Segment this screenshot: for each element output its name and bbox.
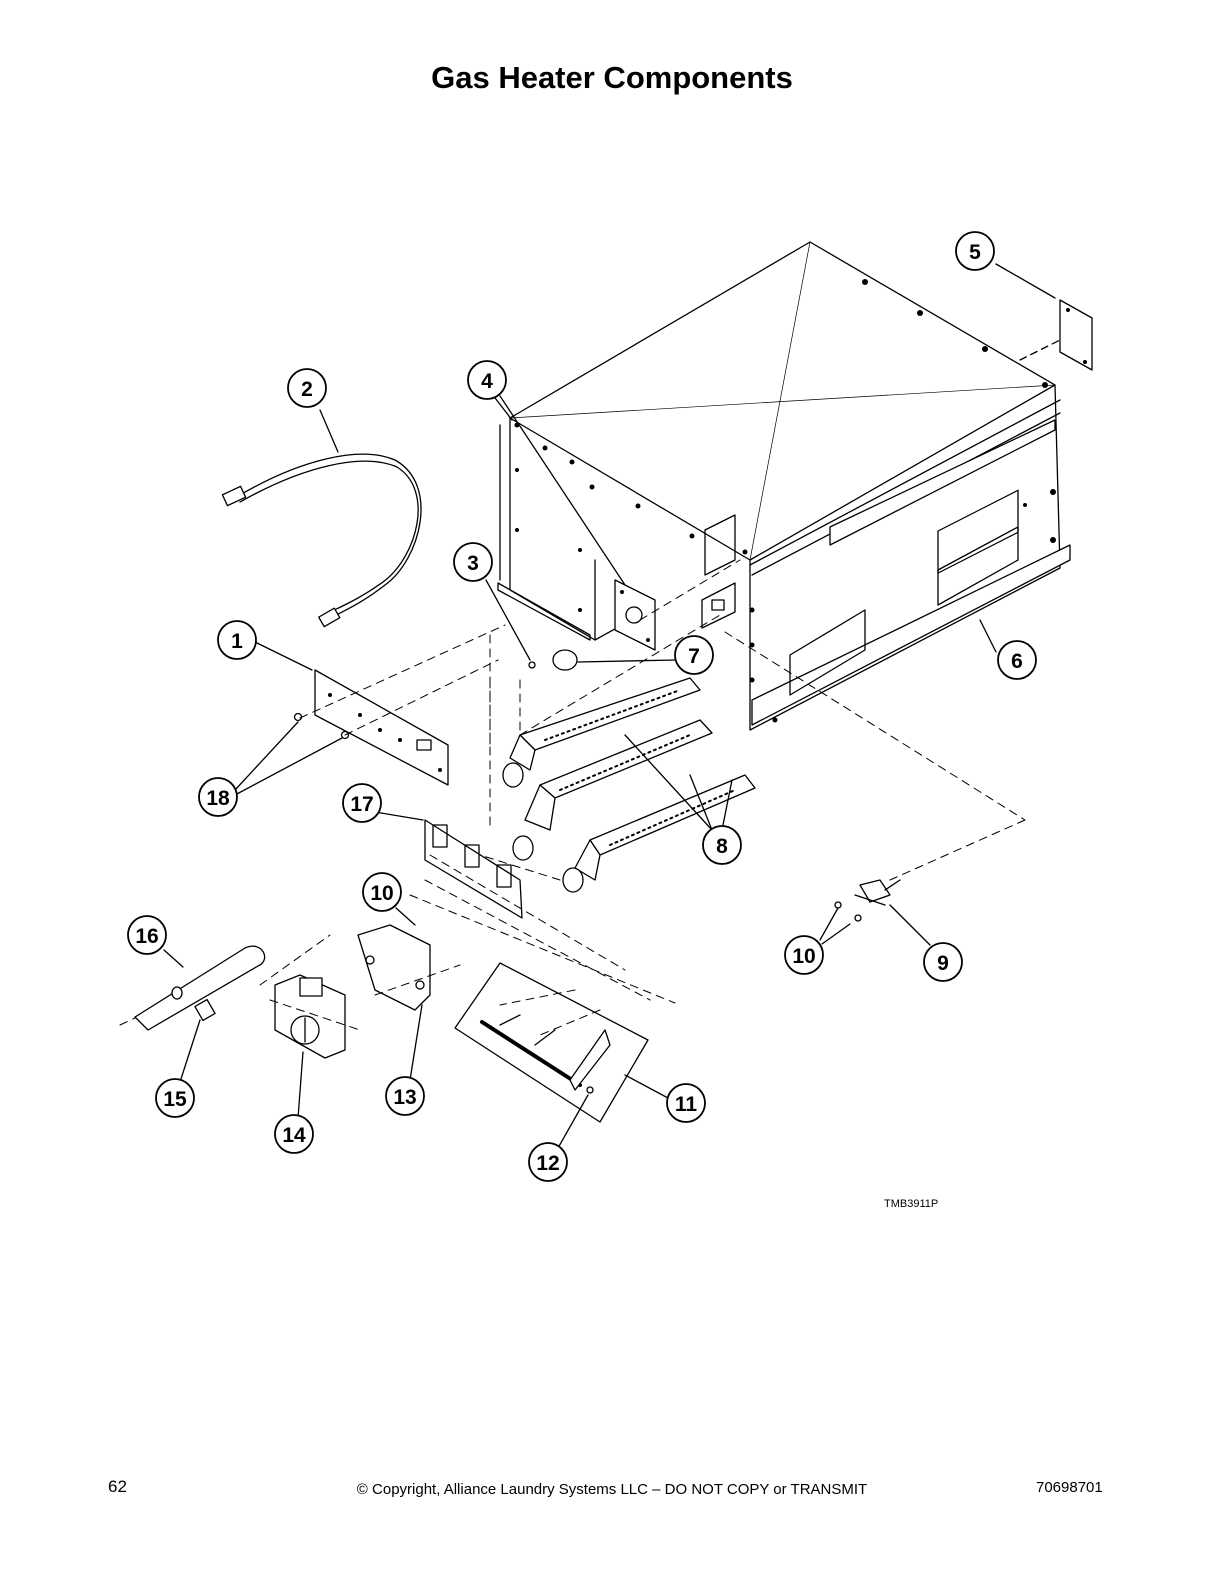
callout-marker xyxy=(385,1076,425,1116)
explode-lines xyxy=(119,559,1026,1036)
gas-pipe-drawing xyxy=(134,945,266,1031)
callout-label-9: 9 xyxy=(937,952,949,975)
page-number: 62 xyxy=(108,1477,127,1496)
callout-marker xyxy=(467,360,507,400)
leader-lines xyxy=(163,263,1056,1149)
callout-label-17: 17 xyxy=(350,793,373,816)
callout-label-13: 13 xyxy=(393,1086,416,1109)
document-number: 70698701 xyxy=(1036,1479,1103,1496)
callout-marker xyxy=(923,942,963,982)
callout-marker xyxy=(127,915,167,955)
callout-marker xyxy=(155,1078,195,1118)
callout-label-15: 15 xyxy=(163,1088,187,1111)
callout-label-14: 14 xyxy=(282,1124,306,1147)
callout-label-12: 12 xyxy=(536,1152,559,1175)
callout-marker xyxy=(362,872,402,912)
valve-bracket-drawing xyxy=(357,924,431,1011)
callout-label-1: 1 xyxy=(231,630,243,653)
callout-label-10-b: 10 xyxy=(792,945,815,968)
callout-marker xyxy=(342,783,382,823)
callout-marker xyxy=(955,231,995,271)
bracket-panel-drawing xyxy=(314,669,449,786)
ignition-cable-drawing xyxy=(221,453,422,628)
figure-code: TMB3911P xyxy=(884,1198,939,1210)
cover-plate-drawing xyxy=(1019,299,1093,371)
burner-plate-drawing xyxy=(424,819,523,919)
burner-housing-drawing xyxy=(497,241,1071,731)
manifold-assembly-drawing xyxy=(454,962,649,1123)
callout-label-11: 11 xyxy=(675,1093,698,1116)
callout-label-2: 2 xyxy=(301,378,313,401)
callout-marker xyxy=(674,635,714,675)
callout-markers xyxy=(127,231,1037,1182)
callout-marker xyxy=(702,825,742,865)
callout-marker xyxy=(453,542,493,582)
callout-marker xyxy=(997,640,1037,680)
burner-tubes-drawing xyxy=(502,677,756,893)
mounting-bracket-drawing xyxy=(614,579,656,651)
callout-label-5: 5 xyxy=(969,241,981,264)
callout-label-3: 3 xyxy=(467,552,479,575)
callout-marker xyxy=(528,1142,568,1182)
callout-marker xyxy=(287,368,327,408)
callout-marker xyxy=(274,1114,314,1154)
gas-valve-drawing xyxy=(274,974,346,1059)
igniter-drawing xyxy=(834,879,901,922)
callout-label-10-a: 10 xyxy=(370,882,393,905)
callout-label-7: 7 xyxy=(688,645,700,668)
callout-marker xyxy=(784,935,824,975)
callout-label-6: 6 xyxy=(1011,650,1023,673)
callout-marker xyxy=(198,777,238,817)
copyright-notice: © Copyright, Alliance Laundry Systems LL… xyxy=(356,1481,868,1498)
callout-marker xyxy=(666,1083,706,1123)
callout-label-16: 16 xyxy=(135,925,158,948)
callout-label-18: 18 xyxy=(206,787,230,810)
thermostat-drawing xyxy=(528,649,578,671)
callout-label-8: 8 xyxy=(716,835,728,858)
page-title: Gas Heater Components xyxy=(431,60,793,95)
callout-label-4: 4 xyxy=(481,370,493,393)
callout-marker xyxy=(217,620,257,660)
